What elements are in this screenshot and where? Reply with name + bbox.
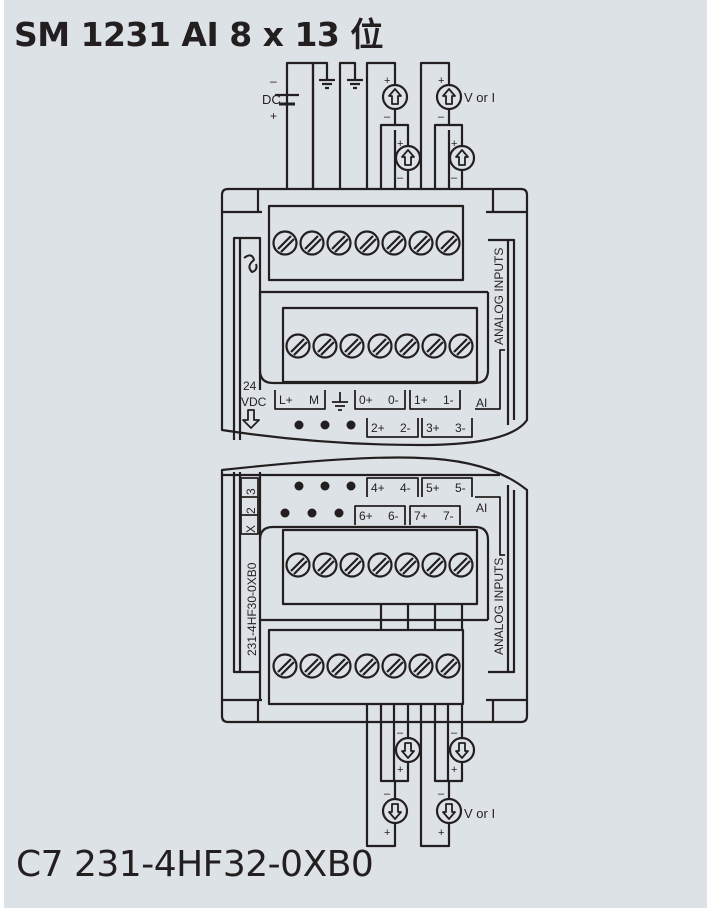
bottom-terminal-brackets bbox=[240, 477, 505, 556]
source-label-bottom: V or I bbox=[464, 806, 495, 821]
ch7-minus: – bbox=[438, 788, 445, 800]
top-terminal-brackets bbox=[242, 349, 505, 438]
ch1-minus: – bbox=[438, 111, 445, 123]
ch6-plus: + bbox=[384, 827, 390, 839]
terminal-6-plus: 6+ bbox=[359, 509, 373, 523]
top-terminal-dots bbox=[294, 420, 356, 430]
terminal-5-minus: 5- bbox=[455, 481, 466, 495]
ai-label-top: AI bbox=[476, 396, 487, 410]
side-label-top: ANALOG INPUTS bbox=[492, 248, 506, 345]
source-label-top: V or I bbox=[464, 90, 495, 105]
supply-minus-label: – bbox=[270, 74, 277, 88]
ch4-minus: – bbox=[397, 727, 404, 739]
terminal-0-minus: 0- bbox=[388, 393, 399, 407]
terminal-3-minus: 3- bbox=[455, 421, 466, 435]
ch0-plus: + bbox=[384, 75, 390, 87]
terminal-1-minus: 1- bbox=[443, 393, 454, 407]
terminal-7-plus: 7+ bbox=[414, 509, 428, 523]
side-label-bottom: ANALOG INPUTS bbox=[492, 558, 506, 655]
supply-label: DC bbox=[262, 92, 281, 107]
ch2-minus: – bbox=[397, 172, 404, 184]
part-number-vertical: 231-4HF30-0XB0 bbox=[245, 562, 259, 656]
bottom-external-wiring bbox=[365, 604, 476, 848]
ai-label-bottom: AI bbox=[476, 501, 487, 515]
terminal-3-plus: 3+ bbox=[426, 421, 440, 435]
ch1-plus: + bbox=[438, 75, 444, 87]
ch7-plus: + bbox=[438, 827, 444, 839]
power-label-24: 24 bbox=[243, 379, 257, 393]
version-box-x: X bbox=[244, 525, 258, 533]
supply-plus-label: + bbox=[270, 109, 277, 123]
terminal-0-plus: 0+ bbox=[359, 393, 373, 407]
ch3-minus: – bbox=[451, 172, 458, 184]
ch4-plus: + bbox=[397, 764, 403, 776]
terminal-7-minus: 7- bbox=[443, 509, 454, 523]
terminal-m: M bbox=[309, 393, 319, 407]
ch6-minus: – bbox=[384, 788, 391, 800]
terminal-l-plus: L+ bbox=[279, 393, 293, 407]
terminal-5-plus: 5+ bbox=[426, 481, 440, 495]
ch2-plus: + bbox=[397, 138, 403, 150]
terminal-6-minus: 6- bbox=[388, 509, 399, 523]
ch3-plus: + bbox=[451, 138, 457, 150]
logo-icon bbox=[243, 254, 258, 273]
module-title: SM 1231 AI 8 x 13 位 bbox=[14, 15, 383, 54]
diagram-panel bbox=[4, 0, 707, 908]
bottom-terminal-dots bbox=[280, 481, 356, 518]
terminal-2-minus: 2- bbox=[400, 421, 411, 435]
terminal-4-plus: 4+ bbox=[371, 481, 385, 495]
diagram-text: DC – + V or I V or I + – + – + – + – – +… bbox=[241, 74, 506, 839]
ch5-plus: + bbox=[451, 764, 457, 776]
order-code: C7 231-4HF32-0XB0 bbox=[16, 844, 374, 885]
terminal-2-plus: 2+ bbox=[371, 421, 385, 435]
ch5-minus: – bbox=[451, 727, 458, 739]
version-box-3: 3 bbox=[244, 488, 258, 495]
version-box-2: 2 bbox=[244, 507, 258, 514]
terminal-1-plus: 1+ bbox=[414, 393, 428, 407]
terminal-4-minus: 4- bbox=[400, 481, 411, 495]
power-label-vdc: VDC bbox=[241, 395, 267, 409]
ch0-minus: – bbox=[384, 111, 391, 123]
